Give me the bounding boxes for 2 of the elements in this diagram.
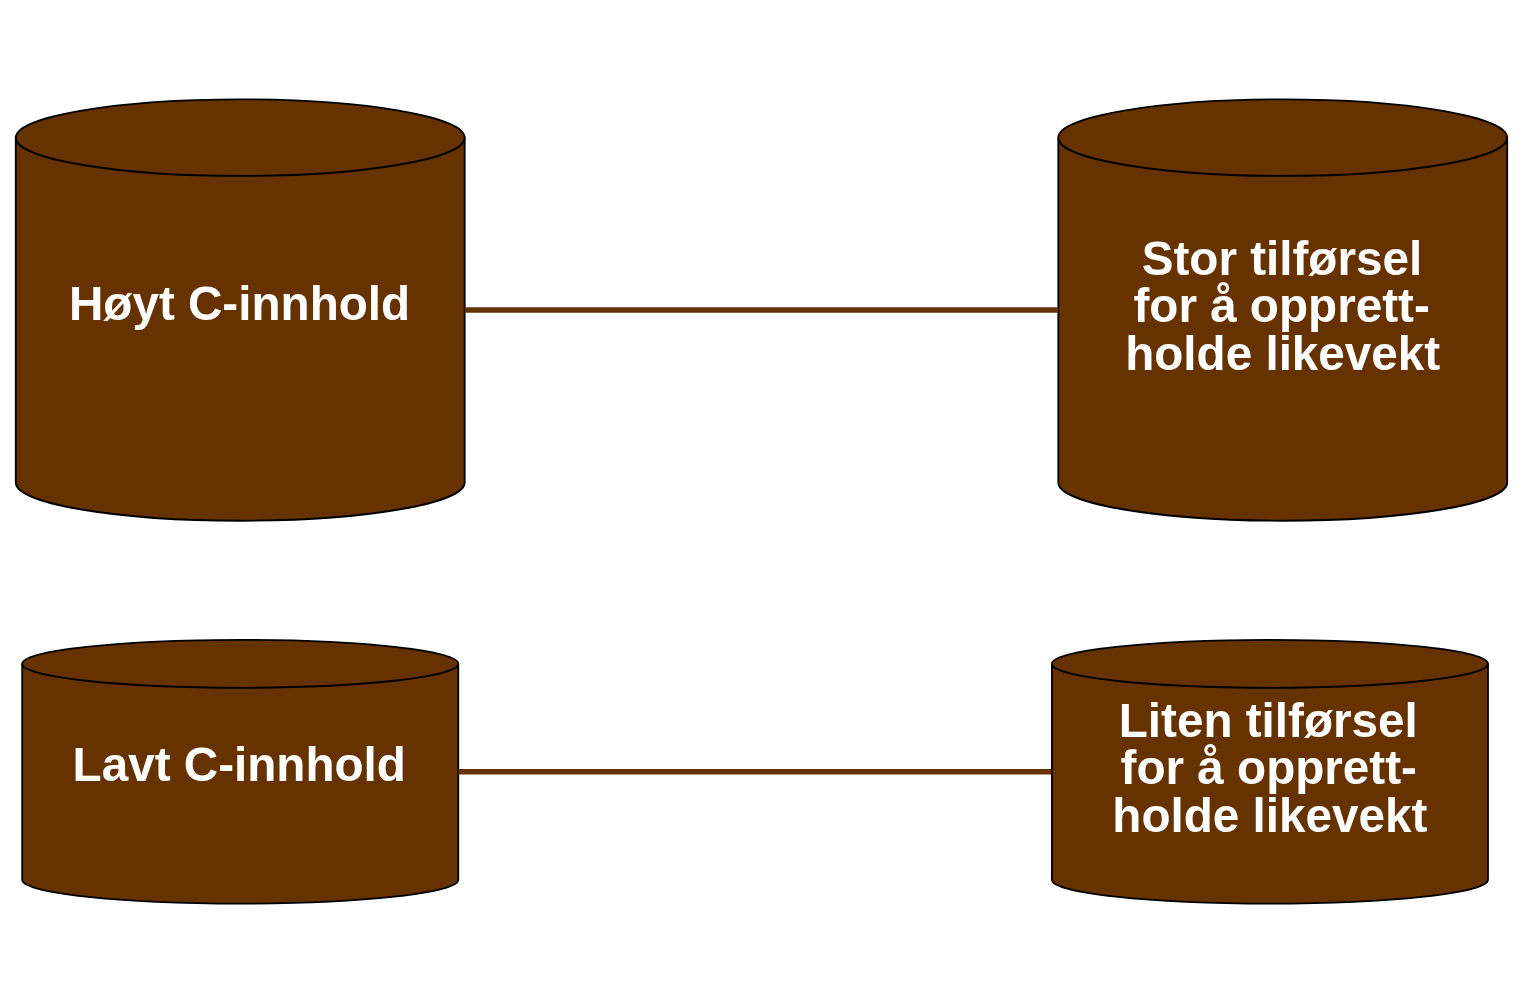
connector xyxy=(458,768,1052,774)
connector xyxy=(464,306,1059,313)
